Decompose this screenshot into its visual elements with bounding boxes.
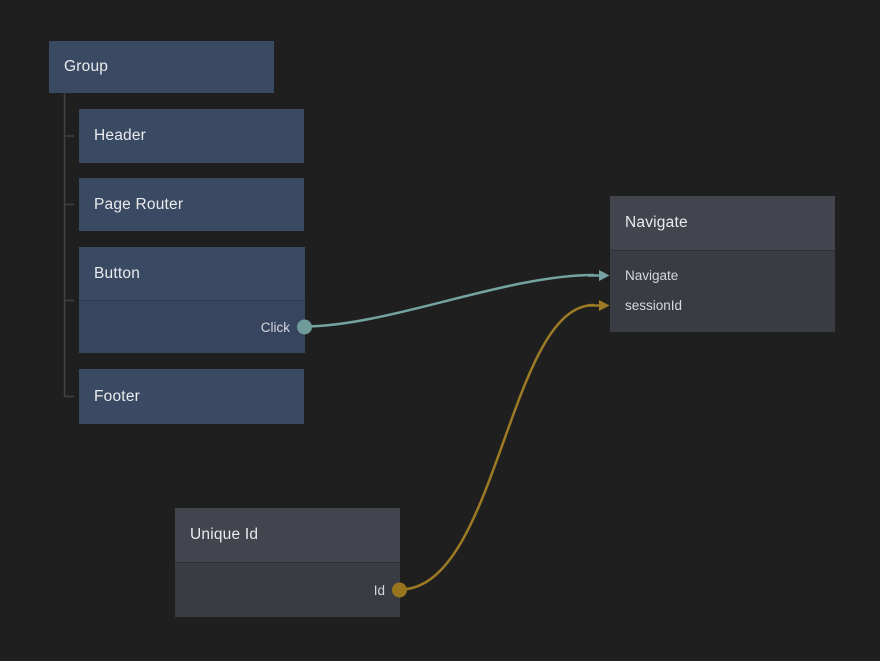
port-click-label: Click	[260, 319, 290, 335]
node-navigate-title: Navigate	[610, 196, 835, 250]
connection-id-to-sessionid[interactable]	[399, 303, 595, 591]
node-header-title: Header	[79, 109, 304, 163]
port-navigate-label: Navigate	[625, 267, 679, 283]
connection-click-to-navigate[interactable]	[303, 273, 595, 328]
node-unique-id[interactable]: Unique Id Id	[175, 508, 407, 617]
node-navigate-ports: Navigate sessionId	[588, 250, 835, 332]
node-group[interactable]: Group	[49, 41, 274, 93]
node-button-ports: Click	[79, 300, 312, 353]
node-group-title: Group	[49, 41, 274, 93]
input-arrow-icon	[588, 269, 610, 281]
node-unique-id-title: Unique Id	[175, 508, 400, 562]
group-tree-connector	[63, 93, 74, 398]
output-port-dot-icon[interactable]	[392, 582, 407, 598]
node-footer-title: Footer	[79, 369, 304, 424]
port-navigate-input[interactable]: Navigate	[588, 260, 835, 290]
port-sessionid-label: sessionId	[625, 297, 683, 313]
node-navigate[interactable]: Navigate Navigate sessionId	[588, 196, 835, 332]
port-id-output[interactable]: Id	[175, 575, 407, 605]
port-id-label: Id	[373, 582, 385, 598]
node-header[interactable]: Header	[79, 109, 304, 163]
output-port-dot-icon[interactable]	[297, 319, 312, 335]
node-button-title: Button	[79, 247, 305, 300]
port-click-output[interactable]: Click	[79, 312, 312, 342]
input-arrow-icon	[588, 299, 610, 311]
node-button[interactable]: Button Click	[79, 247, 312, 353]
node-page-router[interactable]: Page Router	[79, 178, 304, 231]
node-unique-id-ports: Id	[175, 562, 407, 617]
port-sessionid-input[interactable]: sessionId	[588, 290, 835, 320]
node-page-router-title: Page Router	[79, 178, 304, 231]
node-footer[interactable]: Footer	[79, 369, 304, 424]
